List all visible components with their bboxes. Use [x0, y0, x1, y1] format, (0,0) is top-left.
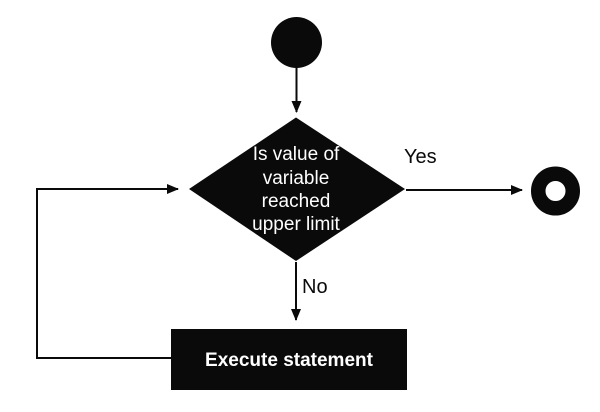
decision-label-line-1: Is value of: [253, 144, 340, 165]
decision-label: Is value of variable reached upper limit: [252, 144, 340, 235]
yes-edge-label: Yes: [404, 146, 437, 168]
decision-node: [189, 117, 405, 261]
no-edge-label: No: [302, 276, 328, 298]
end-node: [531, 166, 580, 216]
start-node: [271, 17, 322, 68]
decision-label-line-2: variable: [263, 168, 330, 189]
decision-label-line-3: reached: [262, 191, 331, 212]
process-node: [171, 329, 407, 390]
process-label: Execute statement: [205, 350, 374, 371]
edge-process-to-decision-loop: [36, 184, 179, 359]
decision-label-line-4: upper limit: [252, 214, 340, 235]
